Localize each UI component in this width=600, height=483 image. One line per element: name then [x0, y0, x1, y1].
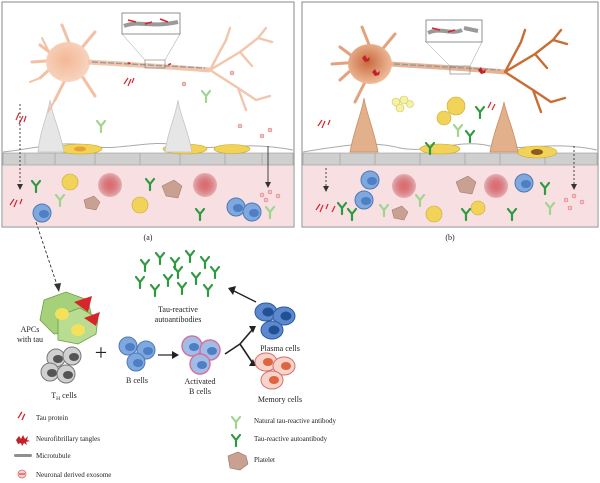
apcs-label-line1: APCs: [21, 325, 40, 334]
exosomes-a: [181, 70, 273, 139]
healthy-neuron: [29, 23, 274, 113]
microtubule-inset-b: [425, 19, 483, 75]
platelet-icon: [227, 451, 249, 471]
plasma-cells-label: Plasma cells: [260, 344, 300, 353]
apcs-label-line2: with tau: [17, 335, 43, 344]
arrow-plasma-to-antibodies: [231, 289, 257, 303]
legend-item-exosome: Neuronal derived exosome: [17, 469, 111, 479]
memory-cells-label: Memory cells: [258, 395, 302, 404]
legend-label-exosome: Neuronal derived exosome: [36, 471, 111, 479]
arrow-to-apcs: [35, 221, 59, 289]
parenchyma-tau-a: [15, 77, 135, 125]
lumen-tau-a: [9, 198, 23, 208]
legend-label-tangles: Neurofibrillary tangles: [36, 435, 100, 443]
apc-b: [436, 96, 466, 126]
lumen-cells-b: [336, 170, 556, 223]
panel-a: (a): [1, 1, 295, 242]
autoantibodies-label-line2: autoantibodies: [155, 315, 202, 324]
legend-label-tau: Tau protein: [36, 414, 68, 422]
exosome-icon: [17, 469, 27, 479]
panel-b-label: (b): [445, 233, 455, 242]
astrocyte-endfeet-b: [349, 97, 519, 153]
parenchyma-tau-b: [317, 101, 496, 129]
lumen-cells-a: [30, 173, 276, 223]
legend-item-tangles: Neurofibrillary tangles: [16, 435, 100, 446]
panel-a-label: (a): [144, 233, 153, 242]
microtubule-icon: [14, 454, 32, 457]
legend-label-autoantibody: Tau-reactive autoantibody: [254, 435, 328, 443]
legend-label-platelet: Platelet: [254, 456, 275, 464]
legend-item-platelet: Platelet: [227, 451, 275, 471]
legend-item-autoantibody: Tau-reactive autoantibody: [230, 433, 328, 448]
legend-item-microtubule: Microtubule: [14, 452, 71, 460]
th-cell-cluster: [40, 346, 82, 384]
memory-cell-cluster: [254, 352, 296, 390]
autoantibodies-label-line1: Tau-reactive: [158, 305, 198, 314]
autoantibody-cloud: [134, 249, 221, 298]
neurofibrillary-tangle-icon: [16, 435, 30, 446]
endothelium-layer: [2, 152, 294, 166]
plasma-cell-cluster: [254, 302, 296, 340]
legend-item-tau: Tau protein: [17, 411, 68, 422]
th-cells-label: TH cells: [51, 391, 77, 402]
legend: Tau protein Neurofibrillary tangles Micr…: [14, 411, 337, 479]
activated-b-cluster: [181, 335, 221, 375]
tau-protein-icon: [17, 411, 26, 421]
apc-cluster: [39, 291, 100, 345]
plus-sign: +: [95, 340, 107, 365]
autoantibody-icon: [230, 433, 242, 448]
blood-vessel-lumen-b: [303, 164, 597, 226]
panel-b: (b): [301, 1, 599, 242]
activated-label-line2: B cells: [189, 387, 211, 396]
b-cell-cluster: [118, 336, 156, 372]
microtubule-inset-a: [121, 12, 181, 69]
diseased-neuron: [330, 25, 569, 114]
exosomes-b: [391, 95, 414, 113]
activated-label-line1: Activated: [184, 377, 215, 386]
natural-antibody-icon: [230, 415, 242, 430]
astrocyte-endfeet: [37, 99, 193, 153]
arrow-split: [224, 329, 253, 363]
lumen-exosomes-b: [563, 193, 585, 211]
lumen-tau-b: [315, 203, 336, 213]
legend-label-microtubule: Microtubule: [36, 452, 71, 460]
legend-item-natural-ab: Natural tau-reactive antibody: [230, 415, 337, 430]
b-cells-label: B cells: [126, 376, 148, 385]
legend-label-natural-ab: Natural tau-reactive antibody: [254, 417, 337, 425]
lumen-exosomes-a: [259, 189, 281, 203]
